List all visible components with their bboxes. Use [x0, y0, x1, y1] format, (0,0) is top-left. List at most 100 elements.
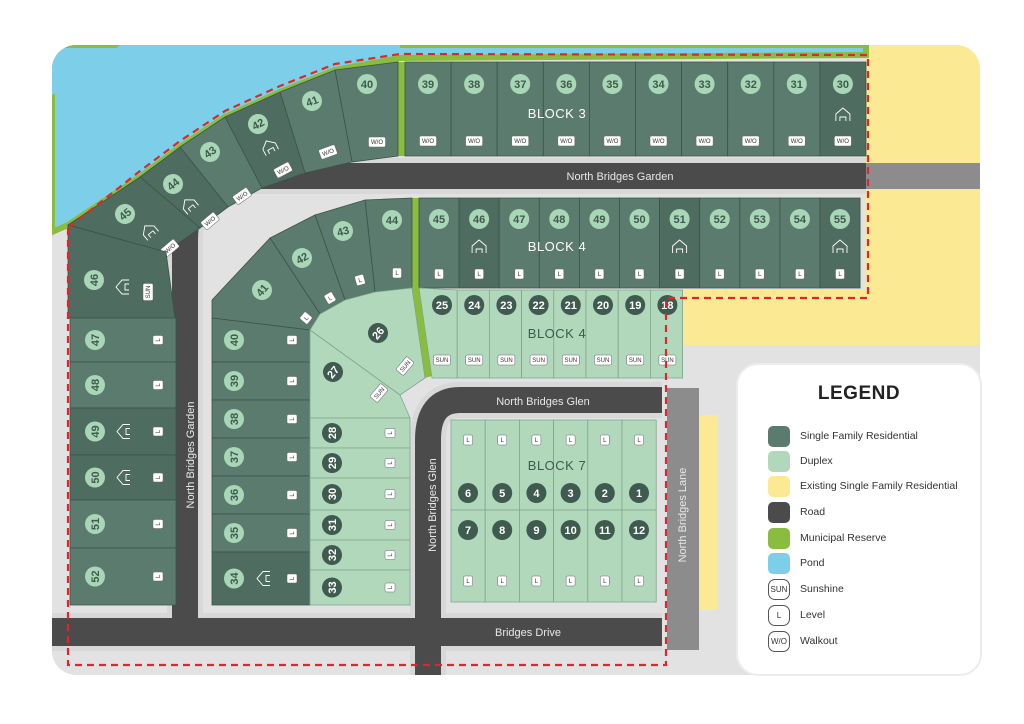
lot-feature-badge-l: L — [152, 519, 164, 529]
legend-item-single-family: Single Family Residential — [768, 425, 918, 447]
lot-1[interactable]: 1L — [621, 419, 657, 511]
lot-53[interactable]: 53L — [739, 197, 781, 289]
lot-36[interactable]: 36W/O — [542, 61, 590, 157]
lot-3[interactable]: 3L — [553, 419, 589, 511]
lot-feature-text: L — [718, 272, 722, 278]
lot-39[interactable]: 39W/O — [404, 61, 452, 157]
lot-2[interactable]: 2L — [587, 419, 623, 511]
legend-label: Single Family Residential — [800, 430, 918, 442]
lot-30[interactable]: 30W/O — [819, 61, 867, 157]
lot-46[interactable]: 46L — [458, 197, 500, 289]
lot-number-badge: 42 — [292, 248, 312, 268]
lot-6[interactable]: 6L — [450, 419, 486, 511]
lot-50[interactable]: 50L — [619, 197, 660, 289]
lot-41[interactable]: 41W/O — [279, 69, 353, 174]
lot-55[interactable]: 55L — [819, 197, 861, 289]
lot-number-circle — [200, 142, 220, 162]
lot-47[interactable]: 47L — [498, 197, 540, 289]
lot-feature-text: W/O — [560, 139, 572, 145]
block-label: BLOCK 7 — [528, 458, 586, 473]
lot-feature-badge-l: L — [152, 426, 164, 437]
lot-feature-text: SUN — [436, 358, 449, 364]
lot-43[interactable]: 43W/O — [179, 116, 263, 208]
lot-32[interactable]: 32W/O — [727, 61, 775, 157]
lot-12[interactable]: 12L — [621, 509, 657, 603]
lot-49[interactable]: 49L — [579, 197, 620, 289]
lot-feature-text: L — [466, 438, 470, 444]
lot-37[interactable]: 37W/O — [496, 61, 544, 157]
lot-number: 22 — [532, 300, 544, 312]
lot-42[interactable]: 42L — [269, 214, 346, 315]
lot-38[interactable]: 38W/O — [450, 61, 498, 157]
lot-40[interactable]: 40W/O — [334, 61, 399, 163]
lot-34[interactable]: 34W/O — [635, 61, 682, 157]
lot-number-badge: 32 — [740, 74, 761, 94]
lot-42[interactable]: 42W/O — [224, 91, 306, 189]
lot-number: 44 — [386, 215, 399, 227]
lot-43[interactable]: 43L — [314, 199, 376, 301]
lot-number: 52 — [90, 570, 102, 582]
lot-45[interactable]: 45L — [418, 197, 460, 289]
lot-10[interactable]: 10L — [553, 509, 589, 603]
lot-number-badge: 4 — [526, 483, 547, 503]
lot-51[interactable]: 51L — [659, 197, 701, 289]
lot-feature-badge-l: L — [152, 472, 164, 483]
lot-feature-badge-wo: W/O — [834, 135, 852, 147]
lot-54[interactable]: 54L — [779, 197, 821, 289]
lot-number: 50 — [633, 214, 645, 226]
lot-5[interactable]: 5L — [484, 419, 520, 511]
lot-number-circle — [224, 409, 244, 429]
lot-number-badge: 45 — [115, 204, 135, 224]
lot-4[interactable]: 4L — [519, 419, 554, 511]
lot-number: 4 — [533, 488, 540, 500]
lot-52[interactable]: 52L — [699, 197, 741, 289]
lot-33[interactable]: 33W/O — [681, 61, 729, 157]
showhome-house-icon — [142, 225, 159, 241]
lot-11[interactable]: 11L — [587, 509, 623, 603]
lot-31[interactable]: 31W/O — [773, 61, 821, 157]
showhome-house-icon — [115, 279, 129, 295]
lot-feature-badge-wo: W/O — [465, 135, 483, 147]
lot-feature-badge-l: L — [554, 268, 565, 280]
lot-44[interactable]: 44L — [364, 197, 413, 293]
lot-9[interactable]: 9L — [519, 509, 554, 603]
lot-number-badge: 23 — [496, 295, 517, 315]
lot-feature-badge-sun: SUN — [562, 354, 580, 366]
lot-35[interactable]: 35W/O — [589, 61, 636, 157]
lot-number-badge: 48 — [549, 209, 570, 229]
lot-feature-badge-l: L — [286, 414, 298, 424]
lot-number-circle — [464, 74, 485, 94]
lot-7[interactable]: 7L — [450, 509, 486, 603]
lot-8[interactable]: 8L — [484, 509, 520, 603]
